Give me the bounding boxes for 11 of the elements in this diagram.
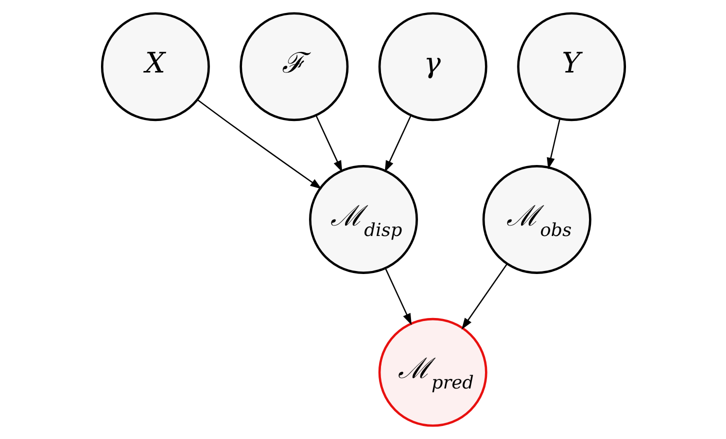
arrow bbox=[315, 115, 342, 172]
arrow bbox=[461, 263, 508, 330]
node-circle: X bbox=[100, 12, 210, 122]
arrow bbox=[384, 115, 411, 172]
node-circle: Y bbox=[516, 12, 626, 122]
node-circle: ℳ$_{obs}$ bbox=[482, 165, 591, 274]
node-circle: γ bbox=[378, 12, 487, 122]
node-circle: ℱ bbox=[239, 12, 348, 122]
arrow bbox=[546, 118, 560, 170]
arrow bbox=[196, 99, 322, 190]
arrow bbox=[384, 268, 412, 326]
